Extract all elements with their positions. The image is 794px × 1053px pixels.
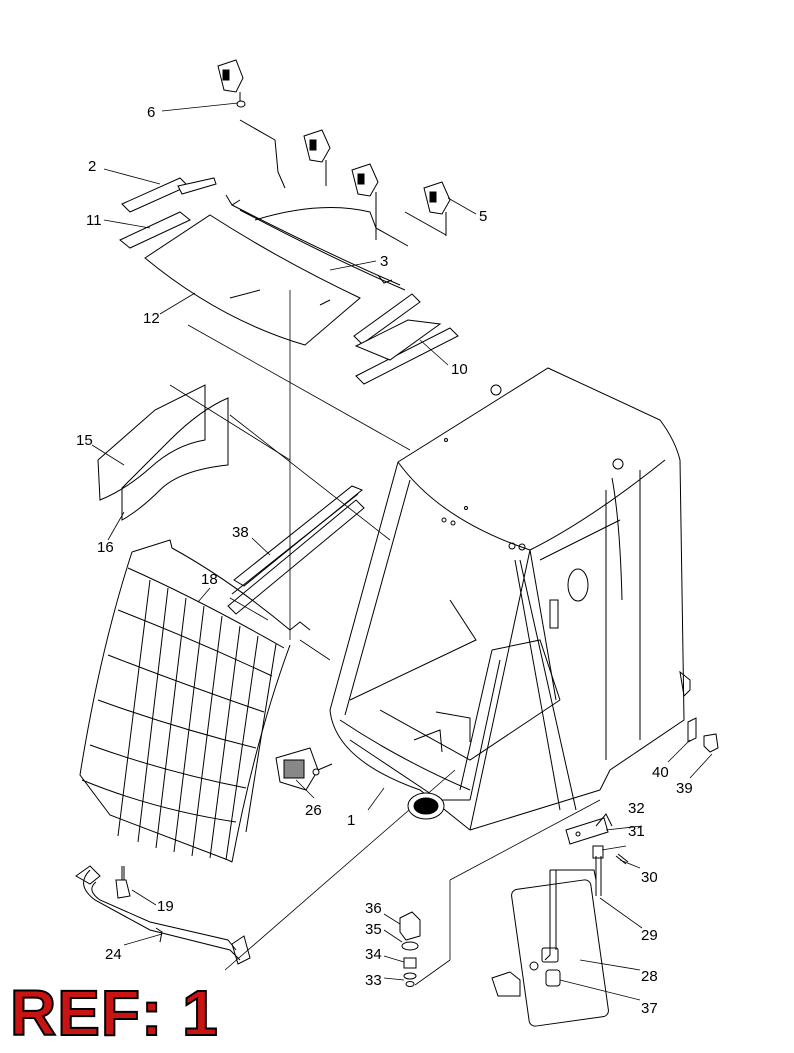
callout-19: 19 <box>157 898 174 915</box>
callout-28: 28 <box>641 968 658 985</box>
callout-32: 32 <box>628 800 645 817</box>
light-bracket <box>225 194 409 291</box>
front-guard-grille <box>79 539 311 863</box>
callout-5: 5 <box>479 208 487 225</box>
fittings-stack <box>399 911 421 987</box>
roof-mounting-strips <box>119 177 459 385</box>
callout-40: 40 <box>652 764 669 781</box>
callout-30: 30 <box>641 869 658 886</box>
reference-stamp: REF: 1 <box>9 977 219 1049</box>
callout-10: 10 <box>451 361 468 378</box>
callout-38: 38 <box>232 524 249 541</box>
side-lamp <box>275 747 333 791</box>
callout-labels: 1 2 3 5 6 10 11 12 15 16 18 19 24 26 28 … <box>76 104 693 1017</box>
callout-3: 3 <box>380 253 388 270</box>
windshield-panels <box>97 384 229 521</box>
work-light-3 <box>351 163 379 240</box>
callout-18: 18 <box>201 571 218 588</box>
callout-6: 6 <box>147 104 155 121</box>
callout-34: 34 <box>365 946 382 963</box>
callout-36: 36 <box>365 900 382 917</box>
callout-26: 26 <box>305 802 322 819</box>
callout-2: 2 <box>88 158 96 175</box>
mirror-assembly <box>491 813 629 1027</box>
callout-12: 12 <box>143 310 160 327</box>
cab-frame <box>329 367 691 831</box>
work-light-2 <box>303 129 331 186</box>
callout-31: 31 <box>628 823 645 840</box>
callout-11: 11 <box>86 212 102 229</box>
guard-rails <box>227 485 365 615</box>
callout-16: 16 <box>97 539 114 556</box>
work-light-right <box>423 181 451 236</box>
callout-29: 29 <box>641 927 658 944</box>
callout-15: 15 <box>76 432 93 449</box>
assembly-guide-lines <box>169 290 601 986</box>
latches <box>687 717 719 753</box>
callout-39: 39 <box>676 780 693 797</box>
work-light-left <box>217 59 246 108</box>
work-lights <box>217 59 451 240</box>
callout-33: 33 <box>365 972 382 989</box>
grab-handle-pipe <box>75 865 251 965</box>
callout-37: 37 <box>641 1000 658 1017</box>
callout-1: 1 <box>347 812 355 829</box>
callout-35: 35 <box>365 921 382 938</box>
callout-24: 24 <box>105 946 122 963</box>
leader-lines <box>91 102 713 1001</box>
roof-liner-panel <box>144 214 361 346</box>
cab-front-light <box>407 792 445 820</box>
